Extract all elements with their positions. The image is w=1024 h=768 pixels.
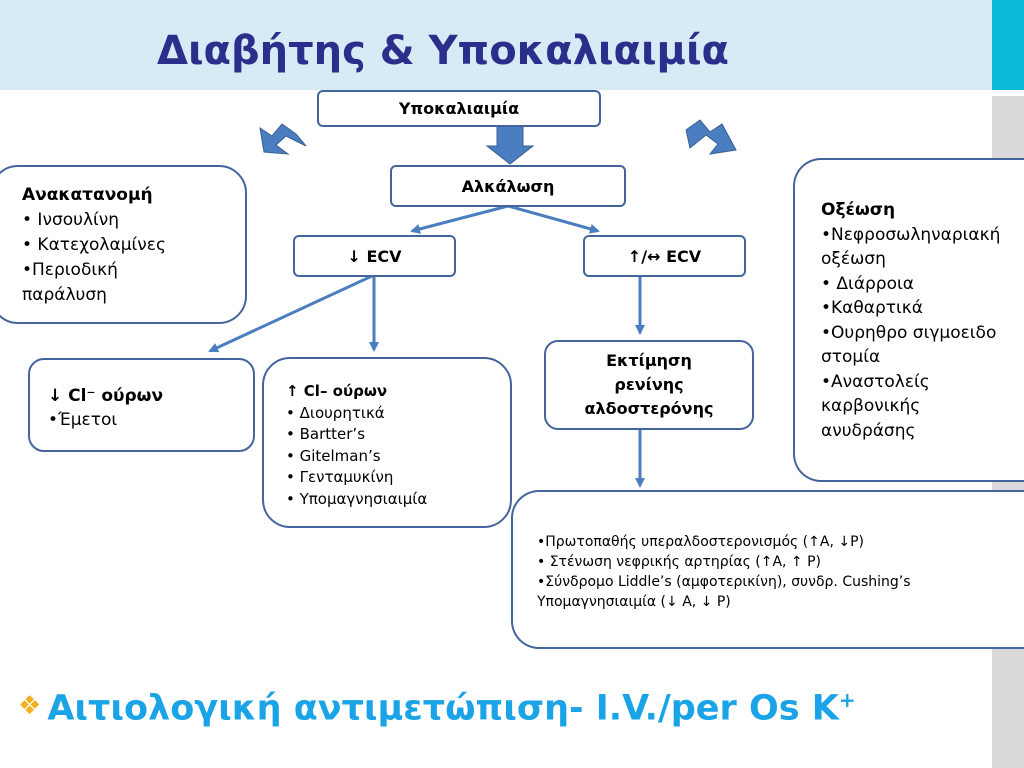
redistribution-item: • Κατεχολαμίνες — [22, 235, 166, 255]
aldosterone-item: • Στένωση νεφρικής αρτηρίας (↑A, ↑ P) — [537, 554, 822, 570]
urine-cl-high-item: • Γενταμυκίνη — [286, 468, 394, 486]
node-ecv-low: ↓ ECV — [293, 235, 456, 277]
renin-line-1: Εκτίμηση — [606, 351, 692, 370]
redistribution-item: •Περιοδική — [22, 260, 118, 280]
acidosis-box: Οξέωση •Νεφροσωληναριακή οξέωση • Διάρρο… — [793, 158, 1024, 482]
treatment-superscript: + — [838, 688, 856, 712]
aldosterone-item: Υπομαγνησιαιμία (↓ A, ↓ P) — [537, 594, 731, 610]
redistribution-item: παράλυση — [22, 285, 107, 305]
redistribution-heading: Ανακατανομή — [22, 185, 153, 205]
right-accent-block — [992, 0, 1024, 90]
node-hypokalemia: Υποκαλιαιμία — [317, 90, 601, 127]
node-ecv-high: ↑/↔ ECV — [583, 235, 746, 277]
block-arrow-right — [685, 119, 737, 155]
aldosterone-item: •Σύνδρομο Liddle’s (αμφοτερικίνη), συνδρ… — [537, 574, 911, 590]
node-renin-aldosterone: Εκτίμηση ρενίνης αλδοστερόνης — [544, 340, 754, 430]
redistribution-box: Ανακατανομή • Ινσουλίνη • Κατεχολαμίνες … — [0, 165, 247, 324]
treatment-statement: ❖Αιτιολογική αντιμετώπιση- I.V./per Os K… — [18, 688, 856, 729]
renin-line-3: αλδοστερόνης — [584, 399, 714, 418]
block-arrow-left — [259, 123, 307, 155]
acidosis-item: •Αναστολείς — [821, 371, 930, 392]
arrow-alkalosis-ecv-high — [507, 204, 600, 234]
acidosis-item: οξέωση — [821, 249, 886, 269]
acidosis-item: καρβονικής — [821, 396, 921, 416]
aldosterone-causes-box: •Πρωτοπαθής υπεραλδοστερονισμός (↑A, ↓P)… — [511, 490, 1024, 649]
urine-cl-low-item: •Έμετοι — [48, 410, 118, 430]
acidosis-item: • Διάρροια — [821, 273, 914, 294]
acidosis-item: •Νεφροσωληναριακή — [821, 224, 1001, 245]
urine-cl-low-box: ↓ Cl⁻ ούρων •Έμετοι — [28, 358, 255, 452]
urine-cl-high-item: • Bartter’s — [286, 425, 366, 443]
diamond-bullet-icon: ❖ — [18, 690, 42, 721]
acidosis-heading: Οξέωση — [821, 200, 896, 220]
aldosterone-item: •Πρωτοπαθής υπεραλδοστερονισμός (↑A, ↓P) — [537, 534, 864, 550]
right-accent-gap — [992, 90, 1024, 96]
urine-cl-high-item: • Υπομαγνησιαιμία — [286, 489, 428, 508]
redistribution-item: • Ινσουλίνη — [22, 210, 120, 230]
acidosis-item: στομία — [821, 347, 881, 367]
acidosis-item: •Καθαρτικά — [821, 298, 923, 318]
arrow-ecv-low-cl-low — [208, 274, 373, 353]
block-arrow-down — [485, 125, 535, 165]
node-alkalosis: Αλκάλωση — [390, 165, 626, 207]
urine-cl-high-box: ↑ Cl– ούρων • Διουρητικά • Bartter’s • G… — [262, 357, 512, 528]
arrow-alkalosis-ecv-low — [410, 204, 509, 234]
renin-line-2: ρενίνης — [614, 375, 684, 394]
urine-cl-high-heading: ↑ Cl– ούρων — [286, 382, 388, 400]
treatment-text: Αιτιολογική αντιμετώπιση- I.V./per Os K — [47, 688, 839, 729]
urine-cl-low-heading: ↓ Cl⁻ ούρων — [48, 386, 164, 406]
urine-cl-high-item: • Διουρητικά — [286, 403, 385, 422]
header-band — [0, 0, 992, 90]
urine-cl-high-item: • Gitelman’s — [286, 446, 381, 465]
acidosis-item: ανυδράσης — [821, 420, 916, 441]
acidosis-item: •Ουρηθρο σιγμοειδο — [821, 322, 997, 343]
page-title: Διαβήτης & Υποκαλιαιμία — [157, 28, 730, 74]
